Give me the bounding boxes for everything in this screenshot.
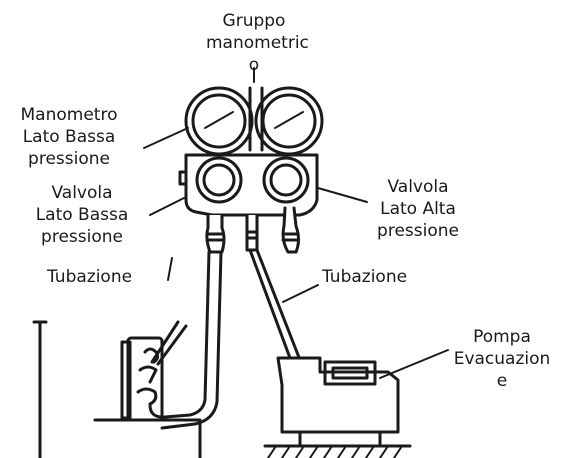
label-vacuum-pump: Pompa Evacuazion e bbox=[453, 327, 551, 391]
leader-hose-right bbox=[282, 284, 319, 303]
label-gauge-set: Gruppo manometric o bbox=[206, 11, 309, 75]
leader-low-valve bbox=[149, 197, 185, 216]
outdoor-unit bbox=[32, 320, 202, 458]
leader-high-valve bbox=[317, 187, 368, 203]
hose-fitting-right bbox=[281, 206, 300, 254]
leader-lines bbox=[143, 67, 449, 379]
label-hose-right: Tubazione bbox=[322, 267, 408, 287]
high-pressure-valve-knob bbox=[262, 156, 310, 204]
label-hose-left: Tubazione bbox=[47, 267, 133, 287]
center-hose bbox=[248, 248, 302, 362]
hose-fitting-left bbox=[205, 213, 226, 254]
left-hose bbox=[148, 250, 223, 430]
vacuum-pump bbox=[263, 356, 412, 458]
label-high-pressure-valve: Valvola Lato Alta pressione bbox=[377, 177, 459, 241]
low-pressure-gauge bbox=[184, 86, 254, 156]
hose-fitting-center bbox=[245, 213, 259, 252]
leader-pump bbox=[379, 349, 449, 379]
leader-hose-left bbox=[167, 257, 173, 281]
leader-low-gauge bbox=[143, 127, 189, 149]
label-low-pressure-gauge: Manometro Lato Bassa pressione bbox=[20, 105, 118, 169]
low-pressure-valve-knob bbox=[195, 156, 243, 204]
high-pressure-gauge bbox=[254, 86, 324, 156]
label-low-pressure-valve: Valvola Lato Bassa pressione bbox=[35, 183, 129, 247]
